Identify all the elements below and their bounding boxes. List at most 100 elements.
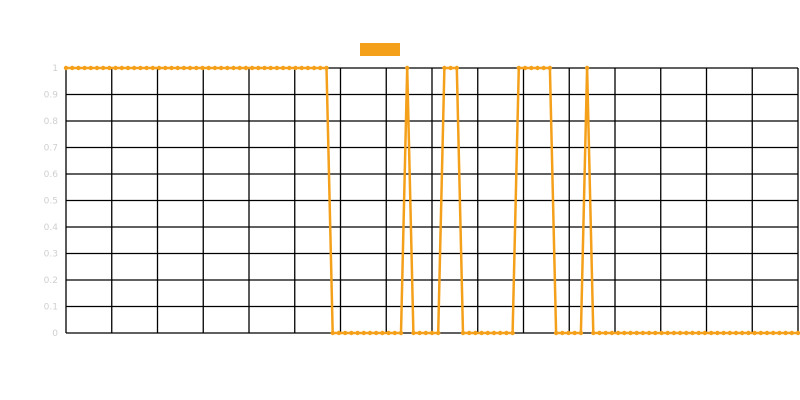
data-point [218, 65, 224, 71]
data-point [206, 65, 211, 71]
data-point [473, 330, 478, 336]
data-point [392, 330, 397, 336]
data-point [405, 65, 410, 71]
data-point [529, 65, 534, 71]
y-tick-label: 0 [52, 329, 58, 339]
data-point [771, 330, 776, 336]
y-tick-label: 0.3 [44, 250, 58, 260]
data-point [448, 65, 453, 71]
data-point [584, 65, 590, 71]
data-point [740, 330, 745, 336]
y-tick-label: 0.4 [44, 223, 59, 233]
data-point [423, 330, 428, 336]
data-point [485, 330, 490, 336]
data-point [398, 330, 404, 336]
data-point [156, 65, 162, 71]
data-point [163, 65, 168, 71]
data-point [516, 65, 521, 71]
data-point [702, 330, 708, 336]
data-point [280, 65, 286, 71]
data-point [243, 65, 249, 71]
data-point [231, 65, 236, 71]
data-point [603, 330, 608, 336]
data-point [547, 65, 553, 71]
data-point [113, 65, 118, 71]
data-point [101, 65, 106, 71]
data-point [411, 330, 416, 336]
data-point [721, 330, 726, 336]
data-point [553, 330, 559, 336]
data-point [374, 330, 379, 336]
data-point [665, 330, 670, 336]
data-point [578, 330, 584, 336]
data-point [287, 65, 292, 71]
data-point [764, 330, 770, 336]
data-point [311, 65, 317, 71]
data-point [715, 330, 720, 336]
data-point [150, 65, 155, 71]
data-point [591, 330, 596, 336]
data-point [628, 330, 633, 336]
data-point [194, 65, 199, 71]
data-point [460, 330, 466, 336]
data-point [752, 330, 757, 336]
data-point [361, 330, 366, 336]
data-point [640, 330, 646, 336]
data-point [212, 65, 218, 71]
data-point [696, 330, 701, 336]
data-point [380, 330, 385, 336]
y-tick-label: 0.7 [44, 144, 58, 154]
data-point [268, 65, 273, 71]
data-point [256, 65, 261, 71]
data-point [522, 65, 528, 71]
data-point [541, 65, 546, 71]
y-tick-label: 0.6 [44, 170, 59, 180]
data-point [795, 330, 800, 336]
data-point [504, 330, 509, 336]
data-point [63, 65, 69, 71]
data-point [777, 330, 782, 336]
data-point [646, 330, 652, 336]
data-point [138, 65, 143, 71]
y-tick-label: 0.2 [44, 276, 58, 286]
data-point [299, 65, 304, 71]
data-point [615, 330, 621, 336]
data-point [82, 65, 87, 71]
data-point [746, 330, 751, 336]
data-point [566, 330, 571, 336]
data-point [125, 65, 131, 71]
data-point [671, 330, 677, 336]
data-point [262, 65, 267, 71]
data-point [479, 330, 484, 336]
data-point [175, 65, 180, 71]
data-point [336, 330, 342, 336]
data-point [293, 65, 298, 71]
data-point [88, 65, 94, 71]
data-point [132, 65, 137, 71]
data-point [274, 65, 280, 71]
legend [360, 43, 400, 56]
data-point [349, 330, 354, 336]
data-point [454, 65, 459, 71]
data-point [200, 65, 205, 71]
data-point [622, 330, 627, 336]
data-point [572, 330, 577, 336]
data-point [491, 330, 497, 336]
y-tick-label: 0.8 [44, 117, 59, 127]
data-point [386, 330, 391, 336]
data-point [70, 65, 75, 71]
data-point [76, 65, 81, 71]
data-point [498, 330, 503, 336]
data-point [324, 65, 329, 71]
data-point [305, 65, 311, 71]
y-tick-label: 1 [52, 64, 58, 74]
data-point [727, 330, 732, 336]
data-point [634, 330, 639, 336]
data-point [330, 330, 335, 336]
plot-grid [65, 67, 799, 334]
data-point [355, 330, 360, 336]
y-tick-label: 0.9 [44, 91, 59, 101]
data-point [690, 330, 695, 336]
data-point [783, 330, 788, 336]
data-point [560, 330, 565, 336]
